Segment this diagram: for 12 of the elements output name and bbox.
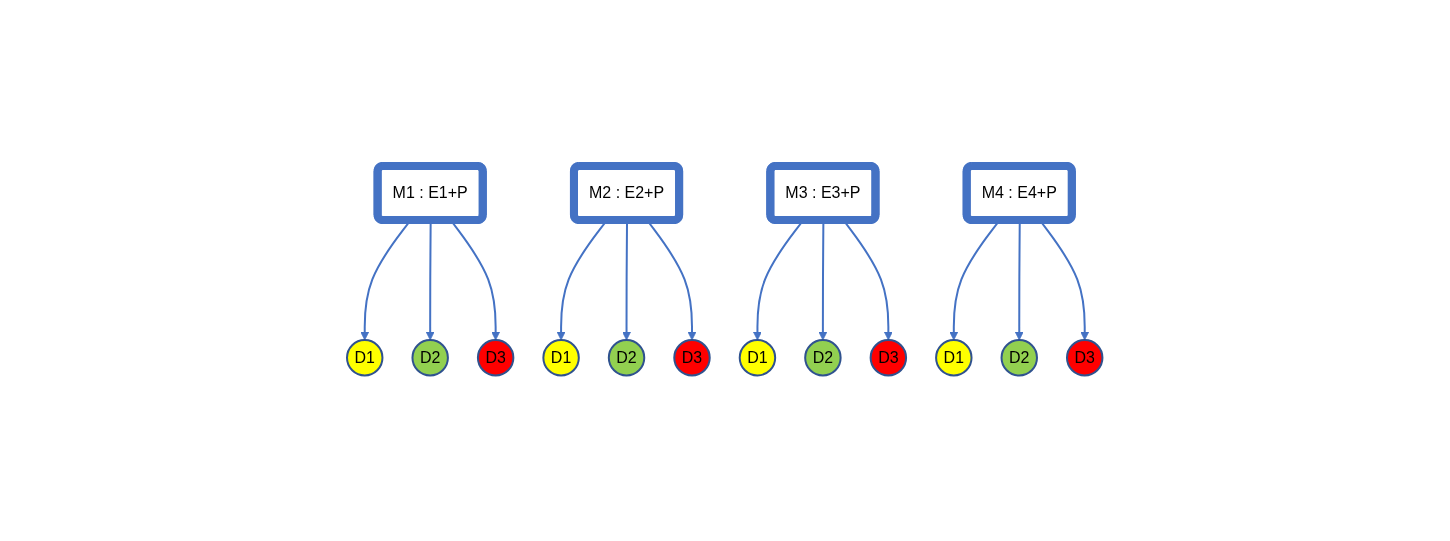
node-circle: D1 [935,338,973,377]
node-circle: D3 [869,338,908,377]
node-circle: D3 [477,338,515,377]
node-circle: D2 [804,338,842,377]
node-circle: D2 [608,338,646,377]
node-circle: D1 [739,338,777,377]
node-circle: D1 [346,338,384,377]
node-circle: D3 [1066,338,1104,377]
node-circle: D2 [411,338,450,377]
node-circle: D3 [673,338,711,377]
node-circle: D1 [542,338,581,377]
node-circle: D2 [1000,338,1039,377]
